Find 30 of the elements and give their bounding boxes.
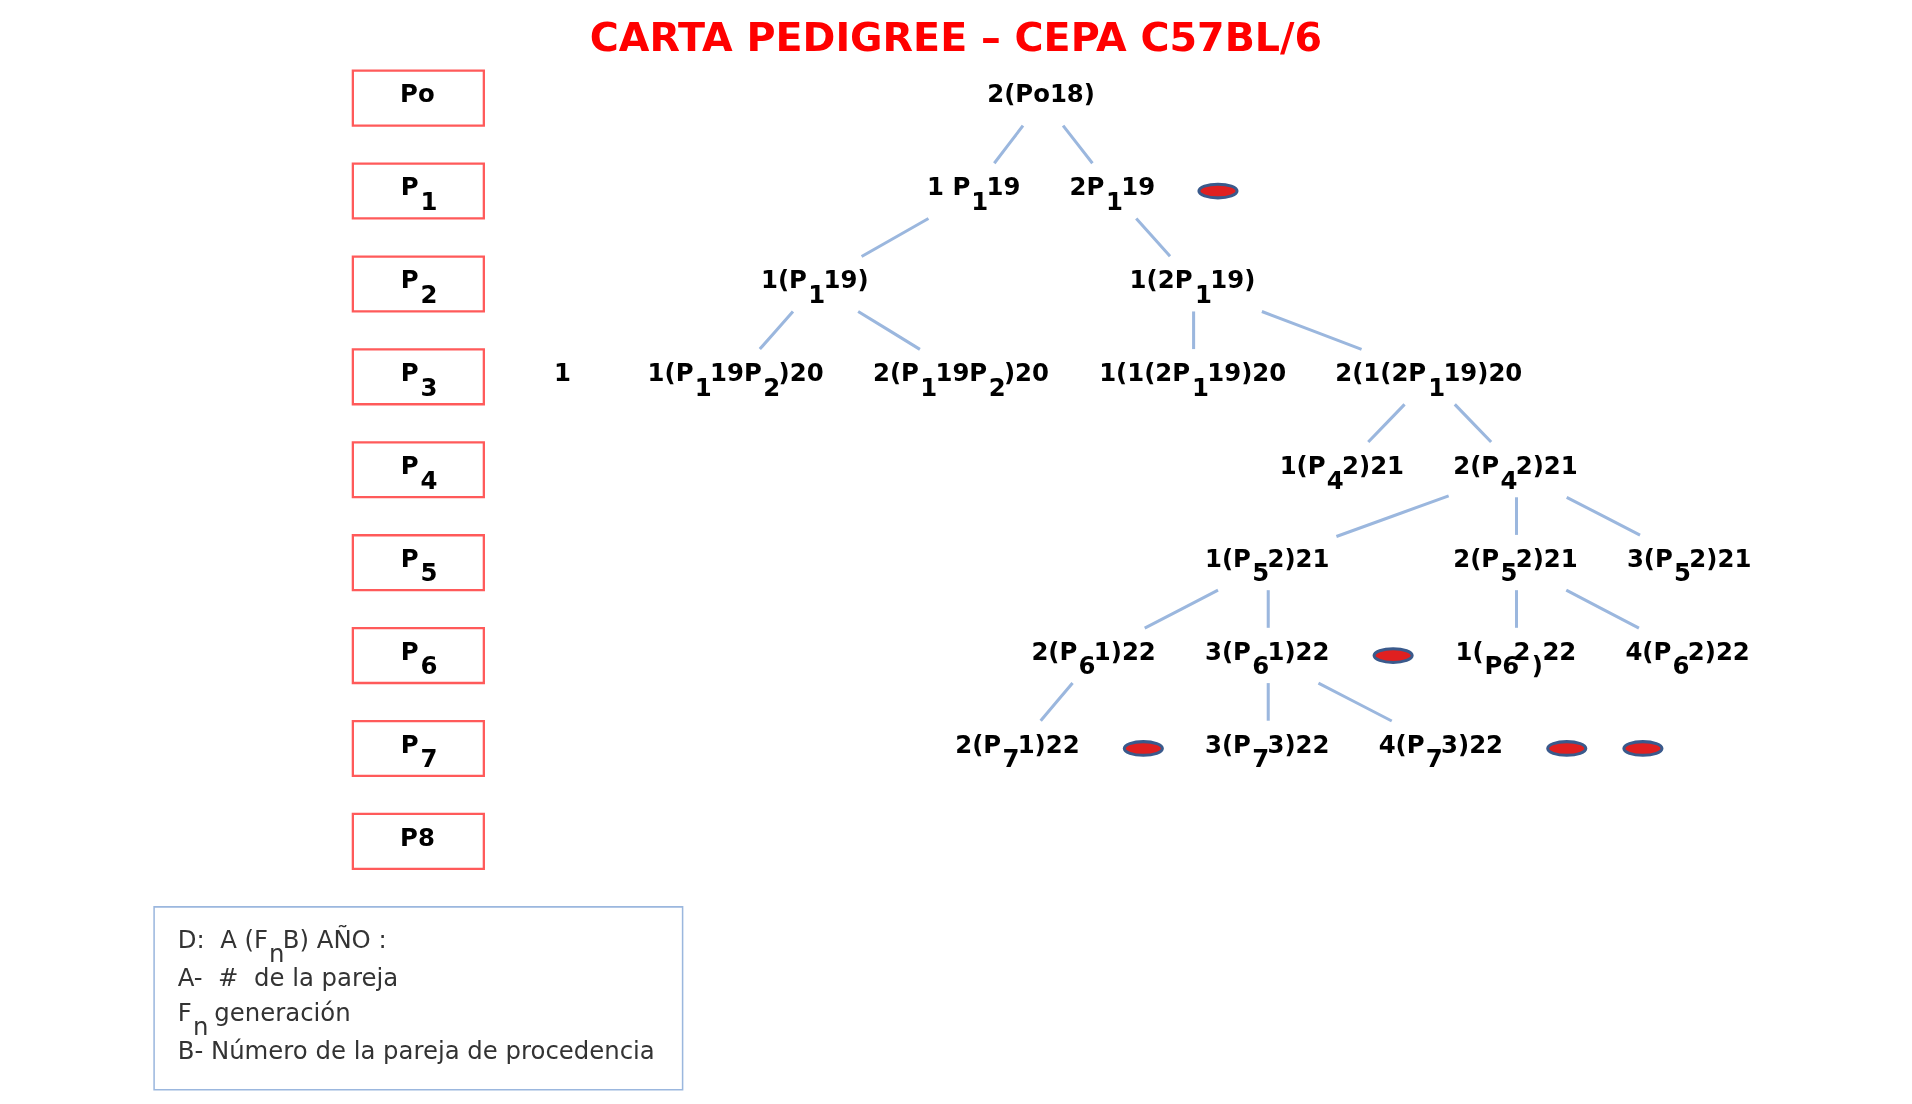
- connector: [1367, 403, 1406, 444]
- connector: [1192, 311, 1196, 350]
- node-box: Po: [351, 69, 485, 127]
- connector: [1335, 494, 1450, 538]
- node-ellipse: [1372, 647, 1414, 664]
- connector: [1039, 682, 1074, 722]
- connector: [1266, 683, 1270, 721]
- node-ellipse: [1122, 740, 1164, 757]
- connector: [1565, 588, 1640, 630]
- connector: [758, 310, 795, 351]
- connector: [1135, 217, 1172, 258]
- connector: [1061, 124, 1094, 165]
- label: 1: [553, 358, 571, 388]
- node-ellipse: [1197, 182, 1239, 200]
- connector: [1453, 403, 1493, 444]
- connector: [1266, 590, 1270, 628]
- connector: [860, 217, 930, 258]
- connector: [1566, 495, 1641, 537]
- node-box: P8: [351, 812, 485, 870]
- connector: [1514, 497, 1519, 535]
- diagram-title: CARTA PEDIGREE – CEPA C57BL/6: [589, 13, 1323, 60]
- connector: [1144, 588, 1219, 630]
- connector: [1317, 681, 1393, 723]
- connector: [1261, 310, 1363, 351]
- node-ellipse: [1546, 740, 1588, 757]
- node-text: 2(Po18): [987, 79, 1095, 109]
- connector: [1514, 590, 1519, 628]
- connector: [857, 310, 921, 351]
- node-ellipse: [1622, 740, 1664, 757]
- connector: [993, 124, 1025, 165]
